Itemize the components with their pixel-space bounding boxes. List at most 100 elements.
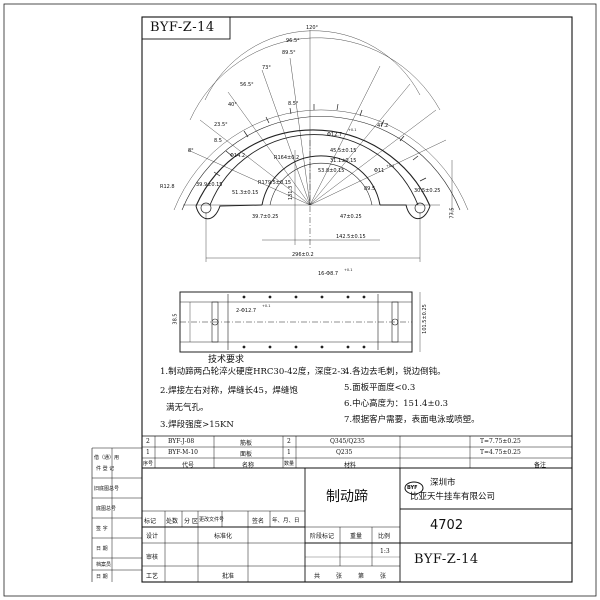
dim-39-7: 39.7±0.25 — [252, 214, 279, 220]
dim-r164: R164±0.2 — [274, 155, 300, 161]
tb-standard: 标准化 — [214, 533, 233, 540]
dim-angle-8: 8.5° — [288, 101, 299, 107]
tb-sheets-no: 第 — [358, 573, 365, 580]
outer-arc-dim — [181, 116, 461, 211]
inner-frame — [141, 16, 573, 583]
dim-angle-56: 56.5° — [240, 82, 254, 88]
bom-row-2-qty: 2 — [287, 438, 291, 445]
tb-scale-label: 比例 — [378, 533, 391, 540]
note-1: 1.制动蹄两凸轮淬火硬度HRC30-42度，深度2-3 — [160, 367, 346, 377]
company-line-1: 深圳市 — [430, 478, 456, 488]
dim-2-holes-tol: +0.1 — [262, 304, 271, 308]
tb-date: 年、月、日 — [272, 518, 300, 524]
dim-16-holes-tol: +0.1 — [344, 268, 353, 272]
dim-r179: R179.5±0.15 — [258, 180, 292, 186]
brake-shoe-front-view — [173, 30, 469, 262]
code-box-top — [141, 16, 231, 40]
dim-hole-11-tol: +0.1 — [386, 164, 395, 168]
dim-angle-23: 23.5° — [214, 122, 228, 128]
note-7: 7.根据客户需要，表面电泳或喷塑。 — [344, 415, 480, 425]
bom-row-2-material: Q345/Q235 — [330, 438, 365, 445]
dim-hole-11: Φ11 — [374, 168, 385, 174]
notes-heading: 技术要求 — [208, 355, 245, 365]
note-4: 4.各边去毛刺，锐边倒钝。 — [344, 367, 446, 377]
tb-approve: 批准 — [222, 573, 235, 580]
bom-header-remark: 备注 — [534, 462, 547, 469]
dim-angle-89: 89.5° — [282, 50, 296, 56]
dim-r12: R12.8 — [160, 184, 175, 190]
dim-31-1: 31.1±0.15 — [330, 158, 357, 164]
dim-47: 47±0.25 — [340, 214, 362, 220]
drawing-code-top: BYF-Z-14 — [150, 20, 215, 35]
bom-row-2-no: 2 — [146, 438, 150, 445]
dim-angle-96: 96.5° — [286, 38, 300, 44]
part-number: 4702 — [430, 518, 464, 533]
bom-row-2-code: BYF-J-08 — [168, 438, 195, 445]
note-3: 3.焊段强度>15KN — [160, 420, 234, 430]
side-label-7: 档案员 — [96, 562, 112, 568]
tb-signature: 签名 — [252, 518, 265, 525]
web-arc-2 — [269, 162, 373, 206]
radial-lines — [187, 30, 447, 206]
bom-header-qty: 数量 — [284, 461, 295, 467]
dim-51-3: 51.3±0.15 — [232, 190, 259, 196]
bom-row-1-remark: T=4.75±0.25 — [480, 449, 521, 456]
bom-row-1-material: Q235 — [336, 449, 353, 456]
company-logo: BYF — [407, 485, 418, 491]
tb-zone: 分 区 — [184, 518, 198, 525]
side-label-1: 借（通）用 — [94, 455, 120, 461]
tb-review: 审核 — [146, 554, 159, 561]
dim-hole-12-7: Φ12.7 — [327, 132, 343, 138]
bom-row-1-name: 面板 — [240, 451, 253, 458]
dim-angle-73: 73° — [262, 65, 271, 71]
side-label-5: 签 字 — [96, 526, 108, 532]
dim-hole-12-7-tol: +0.1 — [348, 128, 357, 132]
bom-row-2-remark: T=7.75±0.25 — [480, 438, 521, 445]
tb-sheets-total: 共 — [314, 573, 321, 580]
dim-16-holes: 16-Φ8.7 — [318, 271, 339, 277]
dim-2-holes: 2-Φ12.7 — [236, 308, 257, 314]
rivet-marks — [213, 103, 427, 182]
title-block-grid — [91, 435, 572, 582]
dim-30-5: 30.5±0.25 — [414, 188, 441, 194]
tb-sheets-unit2: 张 — [380, 573, 387, 580]
web-left-foot — [195, 204, 263, 220]
note-5: 5.面板平面度<0.3 — [344, 383, 416, 393]
side-label-2: 件 登 记 — [96, 466, 115, 472]
dim-angle-120: 120° — [306, 25, 319, 31]
dim-47-2: 47.2 — [377, 123, 389, 129]
dim-101-5: 101.5±0.25 — [421, 304, 428, 334]
dim-53-8: 53.8±0.15 — [318, 168, 345, 174]
web-inner-arc — [261, 155, 381, 206]
dim-142-5: 142.5±0.15 — [336, 234, 366, 240]
tb-change-doc: 更改文件号 — [199, 517, 225, 523]
dim-131: 131.3 — [288, 185, 295, 201]
side-label-3: 旧底图总号 — [94, 486, 120, 492]
bom-header-name: 名称 — [242, 462, 255, 469]
web-right-foot — [380, 204, 431, 220]
outer-frame — [3, 3, 597, 597]
tb-weight: 重量 — [350, 533, 363, 540]
tb-process: 工艺 — [146, 573, 159, 580]
bom-row-1-code: BYF-M-10 — [168, 449, 198, 456]
note-2b: 满无气孔。 — [166, 403, 209, 413]
hole-left — [200, 202, 212, 214]
plan-holes — [242, 295, 366, 349]
dim-296: 296±0.2 — [292, 252, 314, 258]
part-name: 制动蹄 — [326, 489, 368, 505]
dim-77: 77.5 — [449, 207, 456, 219]
dim-38-5: 38.5 — [172, 313, 179, 325]
bom-row-1-no: 1 — [146, 449, 150, 456]
dim-39-9: 39.9±0.15 — [196, 182, 223, 188]
bom-header-material: 材料 — [344, 462, 357, 469]
drawing-code-bottom: BYF-Z-14 — [414, 552, 479, 567]
tb-design: 设计 — [146, 533, 159, 540]
note-2: 2.焊接左右对称，焊缝长45，焊缝饱 — [160, 386, 298, 396]
hole-right — [414, 202, 426, 214]
dim-hole-14-2: Φ14.2 — [230, 153, 246, 159]
bom-row-1-qty: 1 — [287, 449, 291, 456]
bom-row-2-name: 筋板 — [240, 440, 253, 447]
tb-mark: 标记 — [144, 518, 157, 525]
bom-header-no: 序号 — [143, 461, 154, 467]
